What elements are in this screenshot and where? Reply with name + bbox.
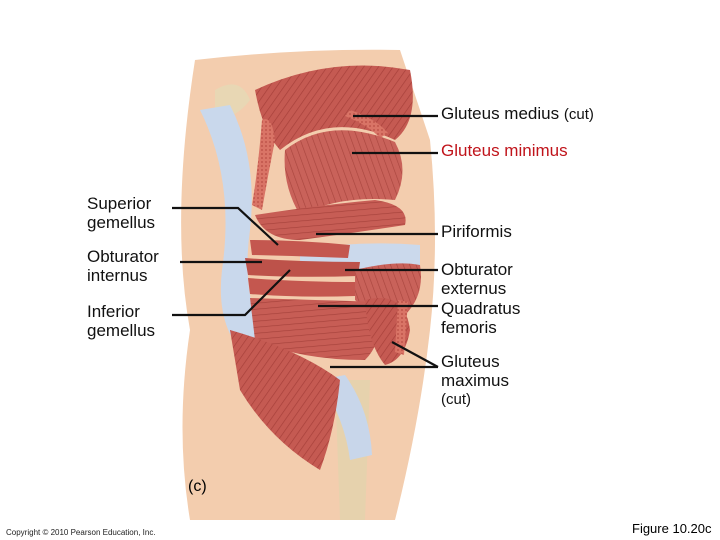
leader-superior-gemellus	[172, 206, 279, 246]
label-obturator-externus: Obturator externus	[441, 260, 513, 298]
panel-label: (c)	[188, 478, 207, 495]
label-inferior-gemellus: Inferior gemellus	[87, 302, 156, 340]
label-gluteus-minimus: Gluteus minimus	[441, 141, 568, 160]
gluteus-medius-cut-edge-2	[252, 119, 275, 210]
gluteus-maximus-cut-edge	[395, 300, 408, 355]
label-piriformis: Piriformis	[441, 222, 512, 241]
obturator-internus-muscle	[245, 258, 360, 277]
quadratus-femoris-muscle	[250, 298, 381, 360]
leader-gluteus-maximus-2	[391, 341, 439, 368]
copyright-notice: Copyright © 2010 Pearson Education, Inc.	[6, 528, 156, 537]
superior-gemellus-muscle	[250, 240, 350, 258]
piriformis	[255, 200, 406, 240]
figure-number: Figure 10.20c	[632, 521, 712, 536]
hamstring-muscle	[230, 330, 340, 470]
leader-inferior-gemellus	[172, 269, 291, 317]
label-gluteus-medius: Gluteus medius (cut)	[441, 104, 594, 123]
label-gluteus-maximus: Gluteus maximus (cut)	[441, 352, 510, 408]
label-superior-gemellus: Superior gemellus	[87, 194, 156, 232]
label-gluteus-medius-cut: (cut)	[563, 106, 594, 123]
gluteus-minimus	[284, 130, 403, 215]
sacrotuberous-ligament	[200, 105, 270, 360]
label-obturator-internus: Obturator internus	[87, 247, 159, 285]
label-quadratus-femoris: Quadratus femoris	[441, 299, 521, 337]
